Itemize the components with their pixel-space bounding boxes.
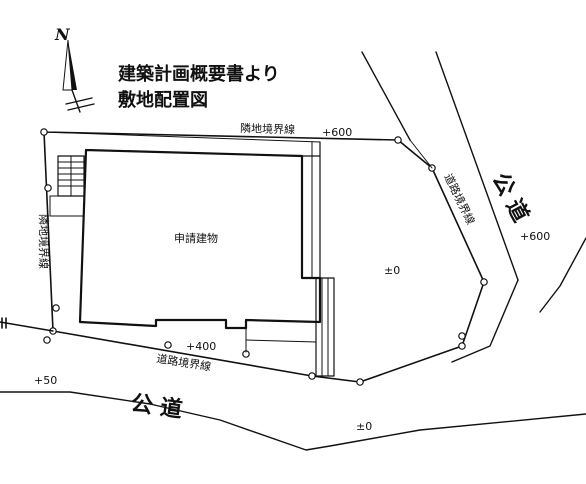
drawing-title: 建築計画概要書より bbox=[118, 63, 280, 85]
drawing-subtitle: 敷地配置図 bbox=[118, 89, 208, 111]
north-label: N bbox=[54, 25, 71, 44]
north-arrow-icon: N bbox=[54, 25, 95, 113]
road-bottom-edges bbox=[0, 317, 586, 451]
elevation-front: +400 bbox=[186, 340, 216, 353]
elevation-left-road: +50 bbox=[34, 374, 57, 387]
road-label-bottom: 公 道 bbox=[129, 390, 184, 423]
neighbor-boundary-left-label: 隣地境界線 bbox=[37, 214, 51, 269]
elevation-top: +600 bbox=[322, 126, 352, 139]
elevation-bottom-road: ±0 bbox=[356, 420, 372, 433]
site-boundary bbox=[43, 131, 485, 383]
building-label: 申請建物 bbox=[174, 231, 218, 245]
survey-points bbox=[40, 128, 488, 386]
ramp-area bbox=[245, 277, 335, 377]
elevation-right-road: +600 bbox=[520, 230, 550, 243]
road-label-right: 公 道 bbox=[487, 169, 534, 227]
elevation-site-center: ±0 bbox=[384, 264, 400, 277]
neighbor-boundary-top-label: 隣地境界線 bbox=[240, 121, 295, 136]
stair-icon bbox=[49, 155, 85, 217]
road-right-edges bbox=[361, 51, 586, 363]
